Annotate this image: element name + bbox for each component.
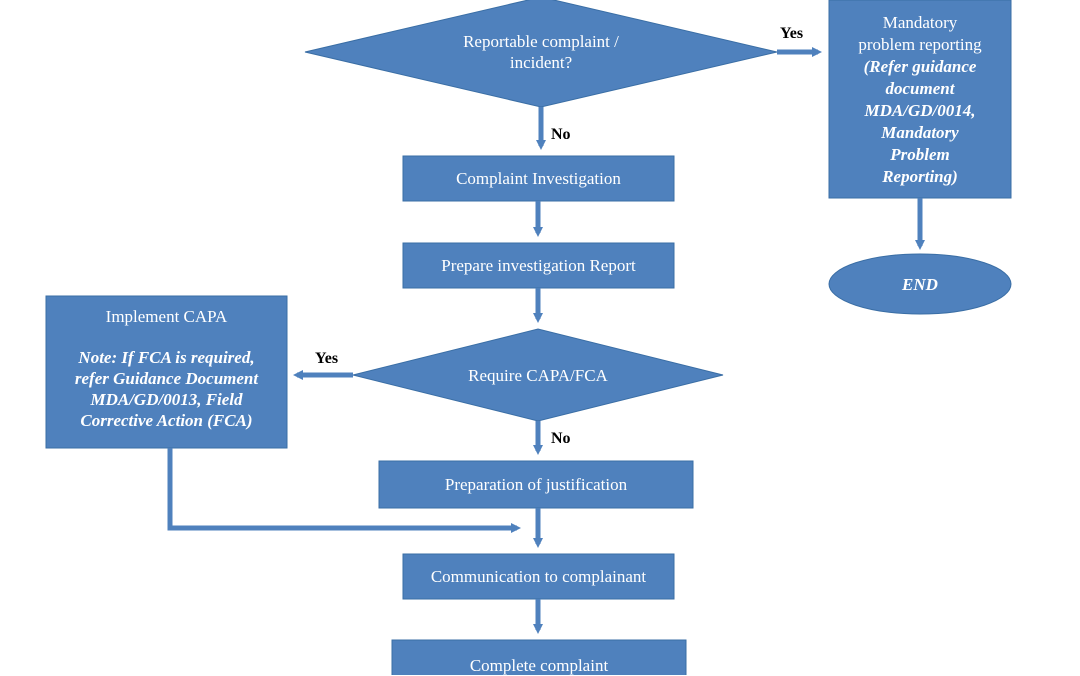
implement-capa-text: Implement CAPA Note: If FCA is required,…: [46, 306, 287, 441]
implement-capa-note-line2: refer Guidance Document: [74, 369, 259, 388]
mandatory-note-line4: Mandatory: [881, 123, 959, 142]
end-terminal-text: END: [902, 274, 938, 294]
mandatory-note-line6: Reporting): [882, 167, 958, 186]
mandatory-title-line2: problem reporting: [858, 35, 982, 54]
reportable-line1: Reportable complaint /: [463, 32, 619, 51]
end-terminal-shape: [828, 253, 1012, 315]
mandatory-title-line1: Mandatory: [882, 13, 958, 32]
implement-capa-note-line3: MDA/GD/0013, Field: [90, 390, 243, 409]
no-label-capa: No: [551, 430, 571, 447]
mandatory-note-line2: document: [885, 79, 955, 98]
implement-capa-note-line4: Corrective Action (FCA): [80, 411, 253, 430]
reportable-decision-text: Reportable complaint / incident?: [405, 28, 677, 76]
mandatory-reporting-text: Mandatory problem reporting (Refer guida…: [829, 12, 1011, 187]
communication-box: [402, 553, 675, 600]
capa-decision-shape: [352, 328, 724, 422]
yes-label-capa: Yes: [315, 350, 339, 367]
arrow-implement-to-communication: [167, 448, 521, 533]
yes-label-reportable: Yes: [780, 25, 804, 42]
investigation-box: [402, 155, 675, 202]
mandatory-note-line3: MDA/GD/0014,: [864, 101, 976, 120]
implement-capa-box: [45, 295, 288, 449]
implement-capa-title: Implement CAPA: [105, 307, 228, 326]
mandatory-note-line1: (Refer guidance: [863, 57, 977, 76]
capa-decision-text: Require CAPA/FCA: [468, 365, 608, 385]
implement-capa-note-line1: Note: If FCA is required,: [78, 348, 255, 367]
reportable-line2: incident?: [509, 53, 573, 72]
justification-text: Preparation of justification: [444, 475, 628, 494]
report-text: Prepare investigation Report: [441, 256, 636, 275]
investigation-text: Complaint Investigation: [456, 169, 621, 188]
communication-text: Communication to complainant: [430, 567, 647, 586]
mandatory-note-line5: Problem: [890, 145, 950, 164]
complete-box: [391, 639, 687, 675]
complete-text: Complete complaint: [469, 656, 609, 675]
no-label-reportable: No: [551, 126, 571, 143]
mandatory-reporting-box: [828, 0, 1012, 199]
